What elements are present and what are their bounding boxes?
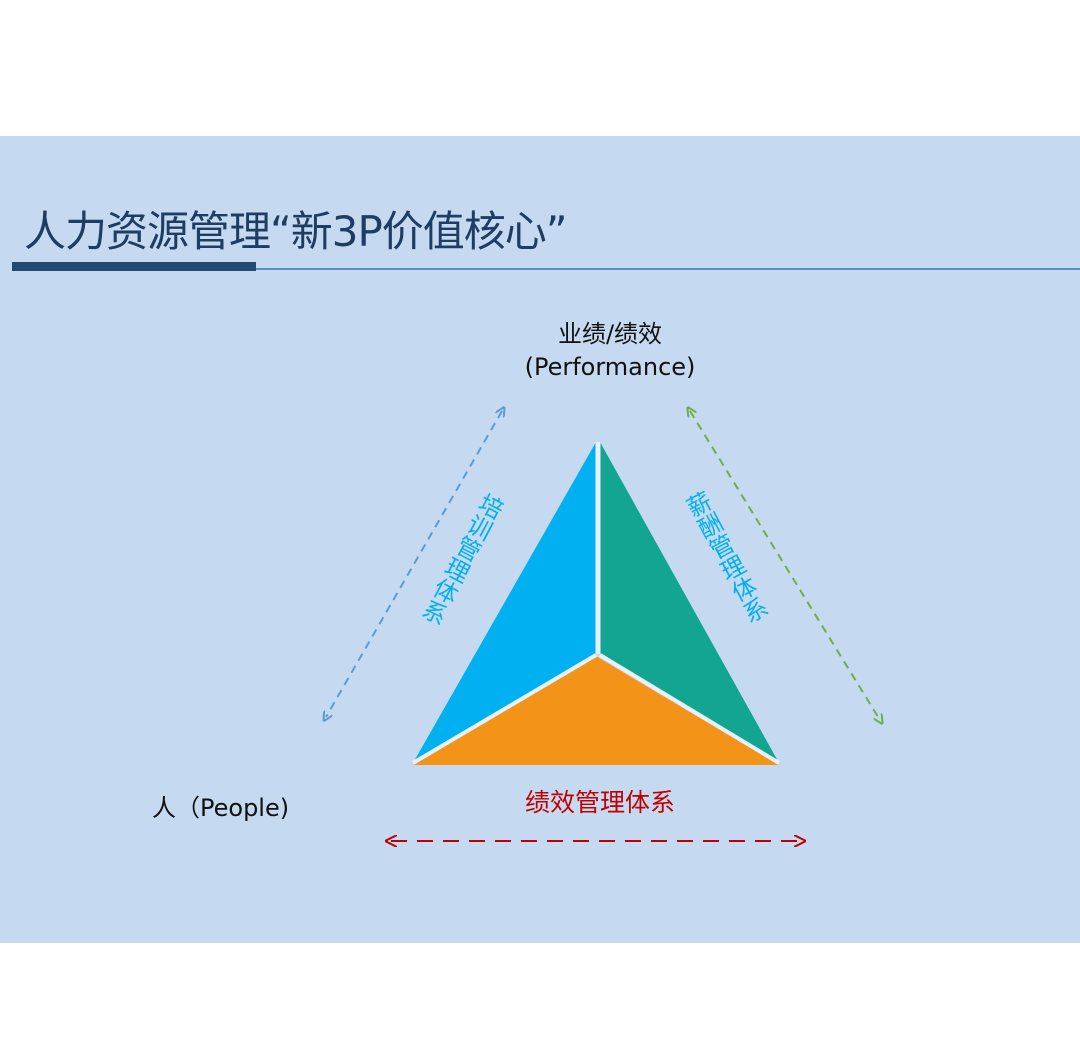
title-accent-bar: [12, 262, 256, 271]
performance-label-en: (Performance): [524, 353, 696, 381]
page-title: 人力资源管理“新3P价值核心”: [24, 207, 568, 256]
bottom-face: [413, 656, 779, 765]
people-node-label: 人（People): [152, 794, 290, 822]
right-double-arrow: [690, 411, 880, 720]
performance-system-label: 绩效管理体系: [524, 788, 675, 817]
title-underline: [256, 268, 1080, 270]
performance-label-cn: 业绩/绩效: [557, 320, 663, 348]
performance-node-label: 业绩/绩效 (Performance): [500, 318, 720, 384]
left-double-arrow: [326, 411, 502, 717]
